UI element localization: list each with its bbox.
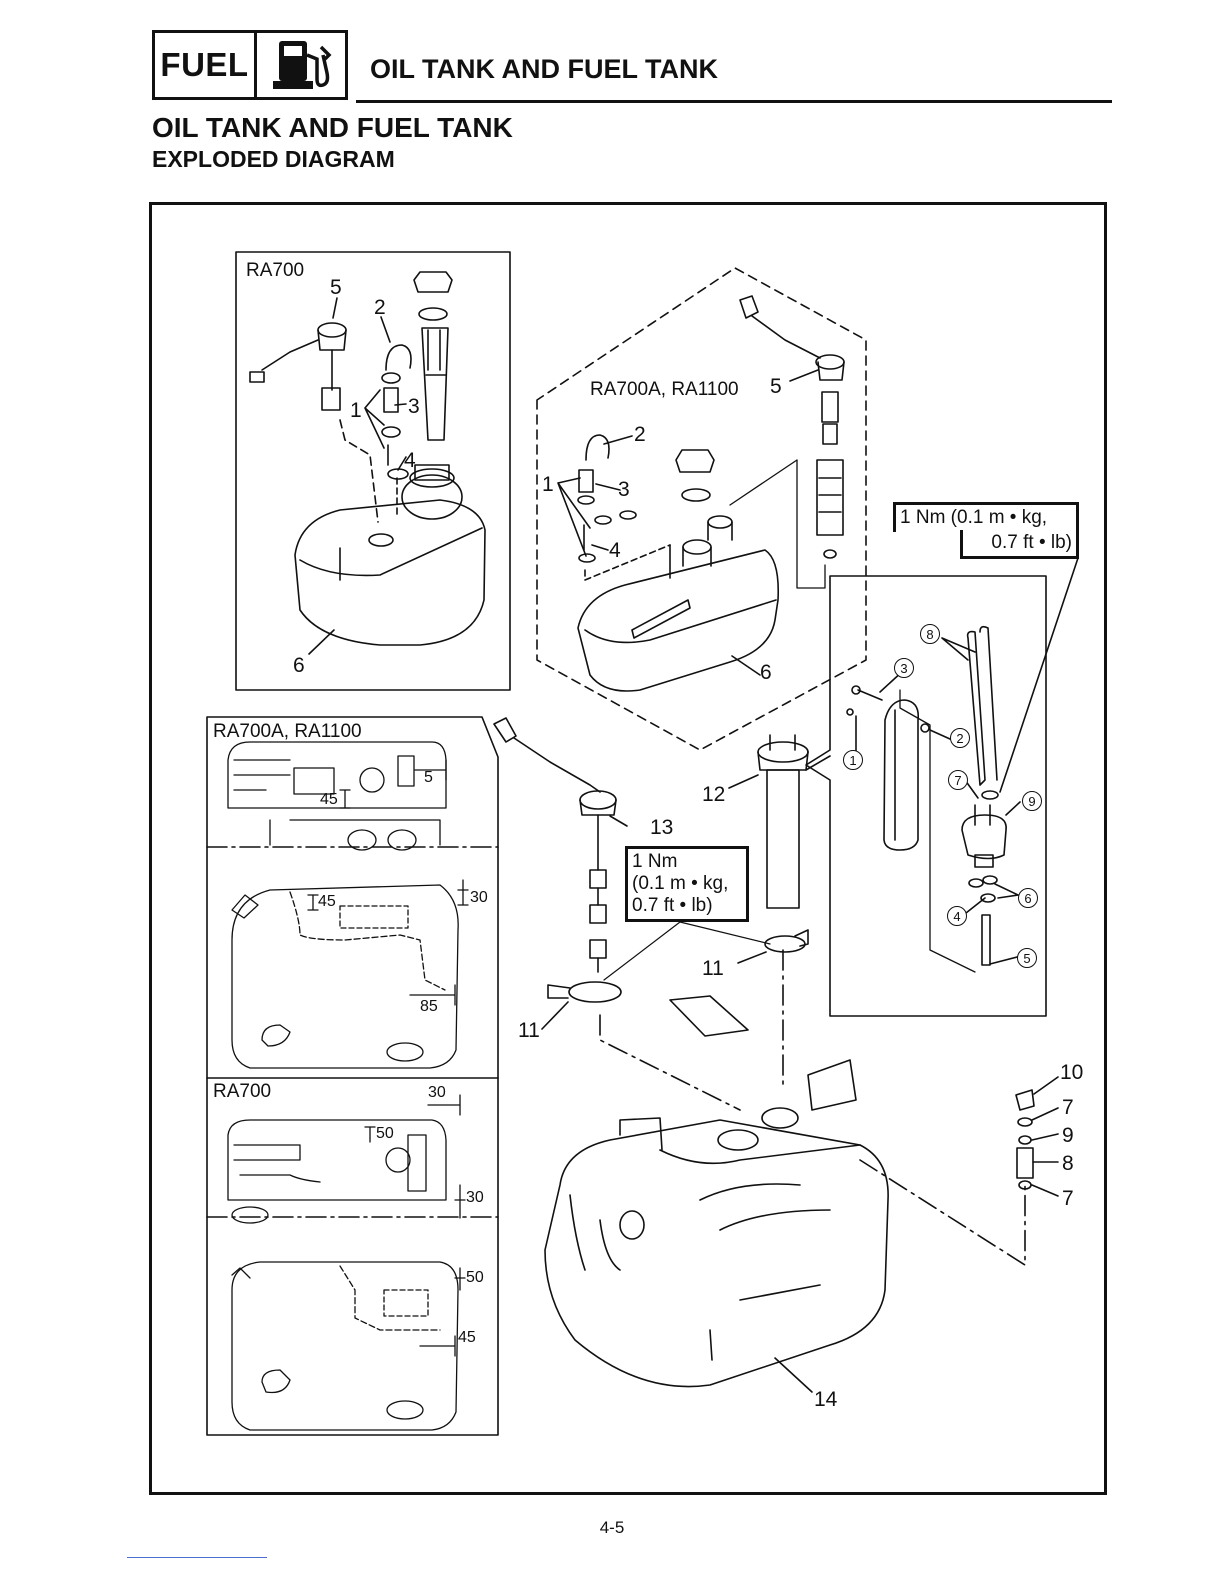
dim-5: 5 xyxy=(424,770,433,786)
footer-link-underline xyxy=(127,1557,267,1558)
panel-ra700-oil-tank xyxy=(236,252,510,690)
page-number: 4-5 xyxy=(0,1518,1224,1538)
callout-10: 10 xyxy=(1060,1062,1083,1083)
clamps xyxy=(542,922,808,1029)
callout-6: 6 xyxy=(293,655,305,676)
circled-6: 6 xyxy=(1018,888,1038,908)
panel-label-ra700a-oil: RA700A, RA1100 xyxy=(590,380,739,399)
ra700a-oil-tank xyxy=(558,296,844,691)
dim-30c: 30 xyxy=(466,1190,484,1206)
callout-7a: 7 xyxy=(1062,1097,1074,1118)
callout-4b: 4 xyxy=(609,540,621,561)
torque-spec-mid: 1 Nm (0.1 m • kg, 0.7 ft • lb) xyxy=(625,846,749,922)
panel-label-ra700-oil: RA700 xyxy=(246,261,304,280)
callout-9: 9 xyxy=(1062,1125,1074,1146)
callout-8: 8 xyxy=(1062,1153,1074,1174)
callout-5: 5 xyxy=(330,277,342,298)
callout-2: 2 xyxy=(374,297,386,318)
panel-positions-outline xyxy=(207,717,498,1435)
fuel-sender xyxy=(494,718,627,972)
callout-13: 13 xyxy=(650,817,673,838)
callout-6b: 6 xyxy=(760,662,772,683)
panel-label-ra700-positions: RA700 xyxy=(213,1082,271,1101)
dim-30a: 30 xyxy=(470,890,488,906)
circled-9: 9 xyxy=(1022,791,1042,811)
torque-spec-mid-line1: 1 Nm xyxy=(632,851,742,873)
torque-spec-top-line2: 0.7 ft • lb) xyxy=(991,532,1072,553)
torque-spec-top-line1: 1 Nm (0.1 m • kg, xyxy=(900,507,1047,528)
callout-3b: 3 xyxy=(618,479,630,500)
dim-50b: 50 xyxy=(466,1270,484,1286)
callout-7b: 7 xyxy=(1062,1188,1074,1209)
circled-2: 2 xyxy=(950,728,970,748)
circled-3: 3 xyxy=(894,658,914,678)
circled-4: 4 xyxy=(947,906,967,926)
callout-1: 1 xyxy=(350,400,362,421)
circled-7: 7 xyxy=(948,770,968,790)
callout-5b: 5 xyxy=(770,376,782,397)
dim-85: 85 xyxy=(420,999,438,1015)
callout-2b: 2 xyxy=(634,424,646,445)
callout-11a: 11 xyxy=(702,958,724,979)
torque-spec-mid-line2: (0.1 m • kg, xyxy=(632,873,742,895)
callout-1b: 1 xyxy=(542,474,554,495)
torque-spec-top-2: 0.7 ft • lb) xyxy=(960,530,1079,559)
circled-8: 8 xyxy=(920,624,940,644)
torque-spec-mid-line3: 0.7 ft • lb) xyxy=(632,895,742,917)
inline-filter xyxy=(1016,1077,1058,1196)
panel-label-ra700a-positions: RA700A, RA1100 xyxy=(213,722,362,741)
dim-45c: 45 xyxy=(458,1330,476,1346)
callout-14: 14 xyxy=(814,1389,837,1410)
dim-50a: 50 xyxy=(376,1126,394,1142)
dim-45a: 45 xyxy=(320,792,338,808)
circled-1: 1 xyxy=(843,750,863,770)
circled-5: 5 xyxy=(1017,948,1037,968)
dim-45b: 45 xyxy=(318,894,336,910)
callout-12: 12 xyxy=(702,784,725,805)
torque-spec-top: 1 Nm (0.1 m • kg, xyxy=(893,502,1079,532)
dim-30b: 30 xyxy=(428,1085,446,1101)
callout-11b: 11 xyxy=(518,1020,540,1041)
callout-4: 4 xyxy=(404,450,416,471)
ra700-oil-tank xyxy=(250,272,485,654)
callout-3: 3 xyxy=(408,396,420,417)
